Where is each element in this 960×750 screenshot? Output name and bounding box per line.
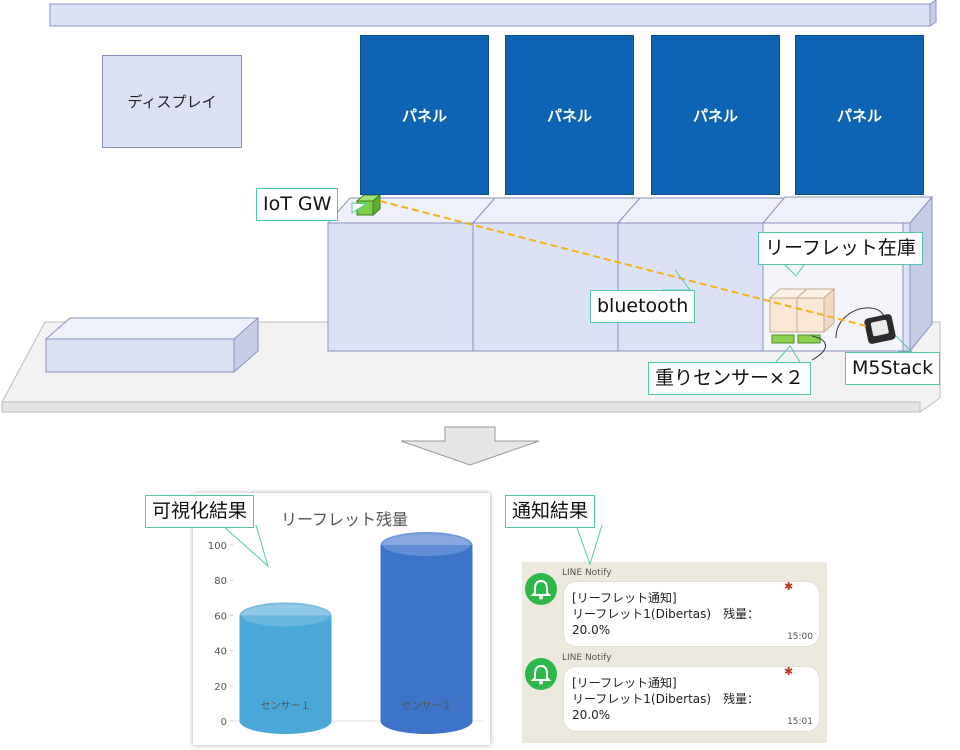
share-icon: ✱ [784, 665, 794, 678]
y-tick-label: 60 [214, 611, 227, 622]
bell-icon [530, 664, 552, 685]
bell-icon [530, 579, 552, 600]
panel-label: パネル [692, 106, 738, 125]
message-bubble: [リーフレット通知] リーフレット1(Dibertas) 残量： 20.0% 1… [564, 667, 819, 731]
message-line: 20.0% [572, 623, 611, 637]
chart-title: リーフレット残量 [281, 510, 409, 529]
bar-2 [380, 532, 473, 734]
avatar [525, 658, 557, 690]
panel-label: パネル [401, 106, 447, 125]
callout-tail [221, 524, 269, 568]
y-tick-label: 20 [214, 682, 227, 693]
message-line: 20.0% [572, 708, 611, 722]
down-arrow-icon [400, 426, 540, 466]
shelf-unit-3 [617, 222, 764, 352]
message-line: リーフレット1(Dibertas) 残量： [572, 692, 760, 706]
y-tick-label: 0 [221, 717, 227, 728]
callout-refill-stock: リーフレット在庫 [758, 232, 923, 265]
weight-sensor-1 [771, 334, 795, 344]
chart-card: リーフレット残量 100 80 60 40 20 0 センサー１ センサー２ [193, 493, 490, 745]
ceiling-beam [49, 3, 931, 27]
share-icon: ✱ [784, 580, 794, 593]
bench-front [45, 338, 235, 373]
bluetooth-link [379, 200, 867, 327]
panel-1: パネル [360, 35, 489, 195]
message-bubble: [リーフレット通知] リーフレット1(Dibertas) 残量： 20.0% 1… [564, 582, 819, 646]
x-category-label: センサー１ [261, 700, 311, 712]
callout-notification: 通知結果 [505, 495, 596, 528]
sender-name: LINE Notify [562, 568, 612, 578]
message-line: [リーフレット通知] [572, 591, 677, 605]
panel-label: パネル [546, 106, 592, 125]
shelf-unit-1 [327, 222, 474, 352]
callout-visualization: 可視化結果 [145, 495, 255, 528]
y-tick-label: 80 [214, 576, 227, 587]
timestamp: 15:01 [787, 717, 813, 727]
panel-2: パネル [505, 35, 634, 195]
panel-4: パネル [795, 35, 924, 195]
bar-1 [239, 602, 332, 734]
avatar [525, 573, 557, 605]
callout-m5stack: M5Stack [845, 352, 941, 385]
panel-label: パネル [836, 106, 882, 125]
notification-2: LINE Notify [リーフレット通知] リーフレット1(Dibertas)… [522, 653, 827, 735]
store-diagram: ディスプレイ パネル パネル パネル パネル IoT GW リーフレット在庫 b… [1, 0, 941, 413]
callout-iot-gw: IoT GW [256, 188, 339, 221]
message-line: リーフレット1(Dibertas) 残量： [572, 607, 760, 621]
shelf-unit-2 [472, 222, 619, 352]
notification-1: LINE Notify [リーフレット通知] リーフレット1(Dibertas)… [522, 568, 827, 650]
y-tick-label: 100 [208, 541, 227, 552]
y-tick-label: 40 [214, 647, 227, 658]
weight-sensor-2 [797, 334, 821, 344]
bar-chart: 100 80 60 40 20 0 センサー１ センサー２ [208, 532, 483, 734]
bench-top [44, 317, 260, 340]
callout-tail [575, 524, 603, 566]
timestamp: 15:00 [787, 632, 813, 642]
callout-bluetooth: bluetooth [590, 290, 696, 323]
panel-3: パネル [651, 35, 780, 195]
callout-weight-sensor: 重りセンサー×２ [648, 362, 811, 395]
x-category-label: センサー２ [402, 700, 452, 712]
line-chat-panel: LINE Notify [リーフレット通知] リーフレット1(Dibertas)… [522, 562, 827, 743]
sender-name: LINE Notify [562, 653, 612, 663]
display-label: ディスプレイ [127, 93, 217, 111]
message-line: [リーフレット通知] [572, 676, 677, 690]
display: ディスプレイ [102, 55, 242, 148]
